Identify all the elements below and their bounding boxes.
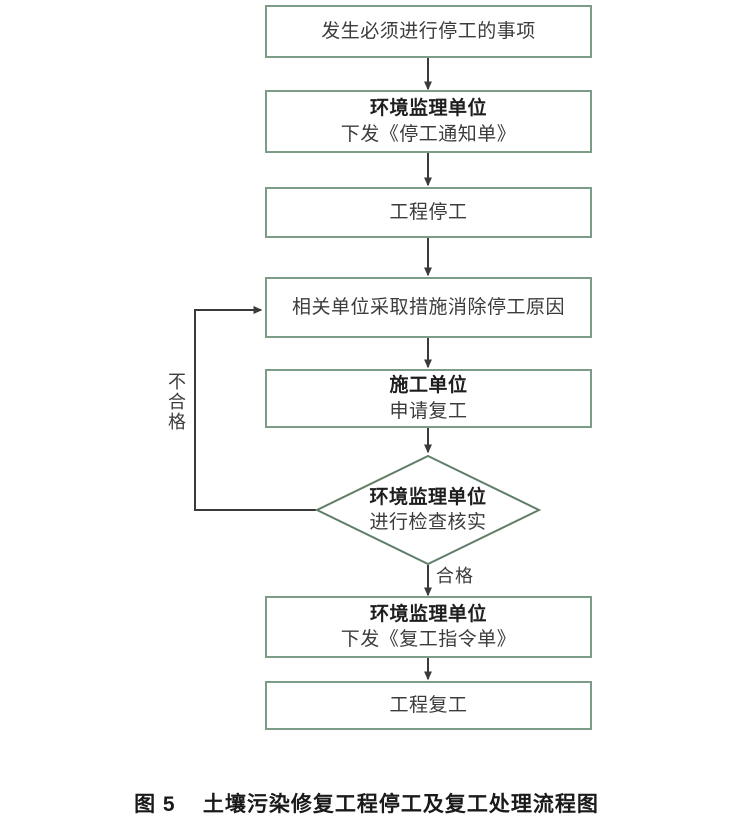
node-start-event[interactable]: 发生必须进行停工的事项 xyxy=(265,5,592,58)
node-apply-resume-line1: 施工单位 xyxy=(389,375,468,397)
node-inspection-decision[interactable]: 环境监理单位 进行检查核实 xyxy=(314,454,542,566)
node-start-event-line1: 发生必须进行停工的事项 xyxy=(321,20,536,42)
node-remove-cause-line1: 相关单位采取措施消除停工原因 xyxy=(291,296,565,318)
node-project-resumed[interactable]: 工程复工 xyxy=(265,681,592,730)
node-inspection-decision-line1: 环境监理单位 xyxy=(369,486,487,508)
node-issue-stop-notice-line2: 下发《停工通知单》 xyxy=(340,123,517,145)
node-project-resumed-line1: 工程复工 xyxy=(389,694,468,716)
node-issue-resume-order[interactable]: 环境监理单位 下发《复工指令单》 xyxy=(265,596,592,658)
node-inspection-decision-text: 环境监理单位 进行检查核实 xyxy=(316,455,540,565)
diamond-shape xyxy=(314,454,542,566)
node-issue-resume-order-line1: 环境监理单位 xyxy=(369,603,487,625)
edge-label-pass: 合格 xyxy=(436,566,474,586)
node-inspection-decision-line2: 进行检查核实 xyxy=(369,512,487,533)
node-issue-resume-order-line2: 下发《复工指令单》 xyxy=(340,629,517,650)
node-project-suspended-line1: 工程停工 xyxy=(389,201,468,223)
node-remove-cause[interactable]: 相关单位采取措施消除停工原因 xyxy=(265,277,592,338)
node-project-suspended[interactable]: 工程停工 xyxy=(265,187,592,238)
node-issue-stop-notice[interactable]: 环境监理单位 下发《停工通知单》 xyxy=(265,90,592,153)
node-apply-resume[interactable]: 施工单位 申请复工 xyxy=(265,369,592,428)
edge-label-fail: 不合格 xyxy=(166,372,186,432)
figure-caption: 图 5 土壤污染修复工程停工及复工处理流程图 xyxy=(134,793,599,816)
node-apply-resume-line2: 申请复工 xyxy=(389,400,468,422)
node-issue-stop-notice-line1: 环境监理单位 xyxy=(369,98,487,120)
